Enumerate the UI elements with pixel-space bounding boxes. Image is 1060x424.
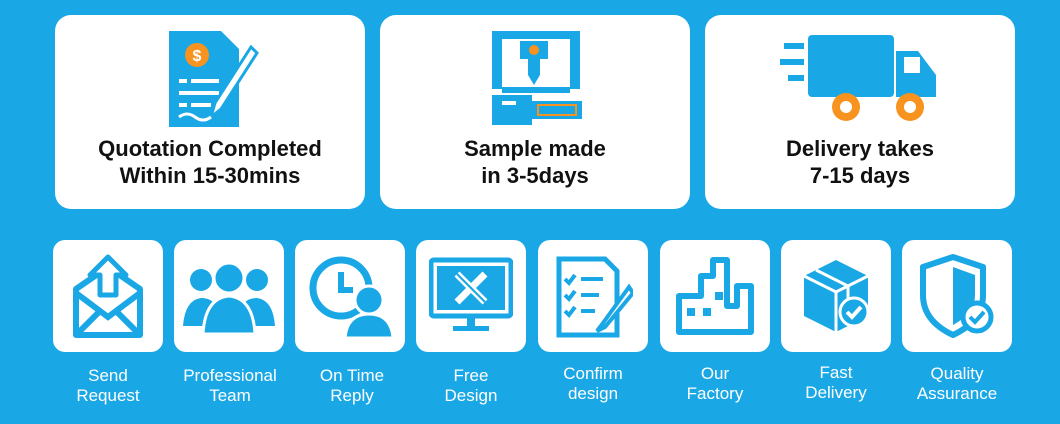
step-label-line: Delivery — [805, 383, 867, 402]
clock-person-icon — [309, 256, 393, 338]
step-label-line: On Time — [319, 366, 385, 385]
feature-card-delivery: Delivery takes 7-15 days — [705, 15, 1015, 209]
feature-card-sample: Sample made in 3-5days — [380, 15, 690, 209]
monitor-design-icon — [429, 257, 513, 331]
feature-card-quotation: $ Quotation Completed Within 15-30mins — [55, 15, 365, 209]
step-label-line: Quality — [930, 364, 984, 383]
svg-text:$: $ — [193, 48, 202, 65]
envelope-upload-icon — [73, 254, 143, 338]
step-label-line: Fast — [819, 363, 853, 382]
step-label-line: Send — [88, 366, 128, 385]
feature-caption: Sample made in 3-5days — [464, 136, 606, 188]
feature-caption: Quotation Completed Within 15-30mins — [98, 136, 322, 188]
step-label-line: Our — [700, 364, 730, 383]
step-label-line: Assurance — [916, 384, 998, 403]
shield-check-icon — [920, 254, 994, 338]
step-tile-professional-team — [174, 240, 284, 352]
team-icon — [183, 261, 275, 336]
quotation-document-icon: $ — [169, 31, 259, 127]
step-label-line: Request — [76, 386, 140, 405]
package-icon — [803, 260, 870, 332]
step-tile-confirm-design — [538, 240, 648, 352]
checklist-icon — [556, 256, 633, 338]
delivery-truck-icon — [780, 35, 936, 121]
step-tile-send-request — [53, 240, 163, 352]
step-label-line: Confirm — [563, 364, 623, 383]
step-tile-free-design — [416, 240, 526, 352]
step-tile-our-factory — [660, 240, 770, 352]
step-tile-fast-delivery — [781, 240, 891, 352]
feature-caption: Delivery takes 7-15 days — [786, 136, 934, 188]
step-label-line: Free — [453, 366, 489, 385]
step-tile-quality-assurance — [902, 240, 1012, 352]
step-label-line: Professional — [183, 366, 277, 385]
step-label-line: Reply — [330, 386, 374, 405]
cnc-machine-icon — [492, 31, 582, 125]
step-label-line: design — [567, 384, 619, 403]
step-label-line: Factory — [686, 384, 744, 403]
factory-icon — [676, 257, 754, 335]
step-label-line: Team — [209, 386, 251, 405]
step-label-line: Design — [444, 386, 498, 405]
step-tile-on-time-reply — [295, 240, 405, 352]
